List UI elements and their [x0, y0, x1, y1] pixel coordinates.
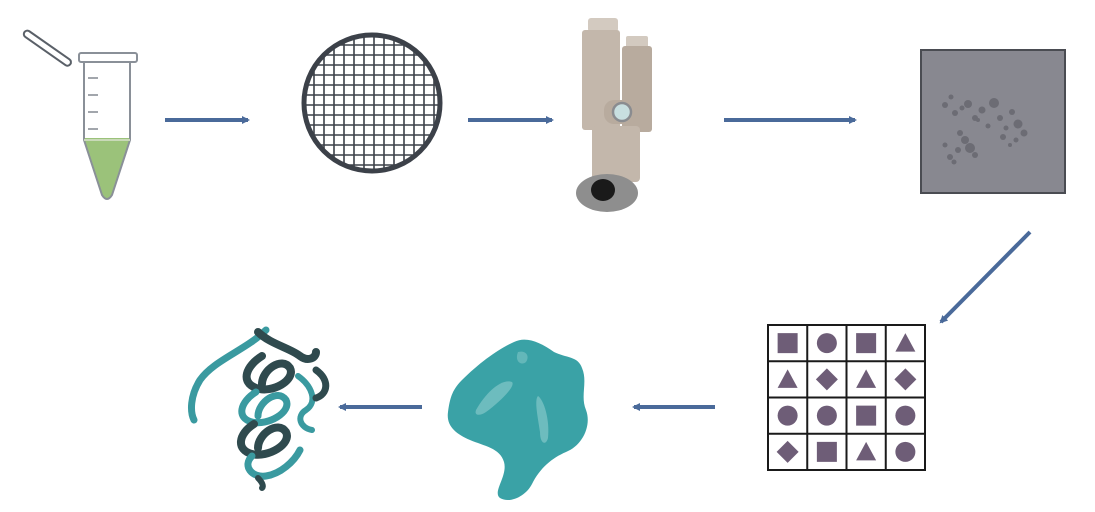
- circle-class-icon: [895, 441, 916, 462]
- diamond-class-icon: [815, 368, 838, 391]
- micrograph-icon: [920, 49, 1066, 194]
- density-map-icon: [447, 339, 588, 501]
- square-class-icon: [856, 405, 877, 426]
- triangle-class-icon: [856, 369, 877, 388]
- particle: [1003, 125, 1009, 131]
- particle: [1013, 119, 1023, 129]
- particle: [976, 118, 980, 122]
- particle: [959, 105, 965, 111]
- particle: [997, 115, 1003, 121]
- triangle-class-icon: [856, 441, 877, 461]
- circle-class-icon: [816, 405, 837, 426]
- particle: [947, 154, 953, 160]
- particle: [985, 123, 991, 129]
- triangle-class-icon: [895, 333, 916, 352]
- particle: [1000, 134, 1006, 140]
- particle: [948, 94, 954, 100]
- circle-class-icon: [816, 333, 837, 354]
- sample-tube-icon: [22, 29, 138, 200]
- particle: [972, 152, 978, 158]
- triangle-class-icon: [777, 369, 798, 388]
- arrow-4: [939, 230, 1032, 324]
- circle-class-icon: [895, 405, 916, 426]
- particle: [1020, 129, 1028, 137]
- particle: [961, 136, 969, 144]
- particle: [989, 98, 999, 108]
- particle: [957, 130, 963, 136]
- particle: [942, 102, 948, 108]
- em-grid-icon: [301, 32, 443, 174]
- protein-ribbon-icon: [188, 326, 330, 491]
- particle: [942, 142, 948, 148]
- particle: [951, 159, 957, 165]
- particle: [1013, 137, 1019, 143]
- particle: [965, 143, 975, 153]
- diamond-class-icon: [776, 440, 799, 463]
- particle: [955, 147, 961, 153]
- circle-class-icon: [777, 405, 798, 426]
- class-averages-icon: [767, 324, 926, 471]
- particle: [1008, 143, 1012, 147]
- square-class-icon: [856, 333, 877, 354]
- particle: [978, 106, 986, 114]
- square-class-icon: [777, 333, 798, 354]
- particle: [964, 100, 972, 108]
- particle: [1009, 109, 1015, 115]
- particle: [952, 110, 958, 116]
- diamond-class-icon: [894, 368, 917, 391]
- electron-microscope-icon: [576, 18, 652, 212]
- square-class-icon: [816, 441, 837, 462]
